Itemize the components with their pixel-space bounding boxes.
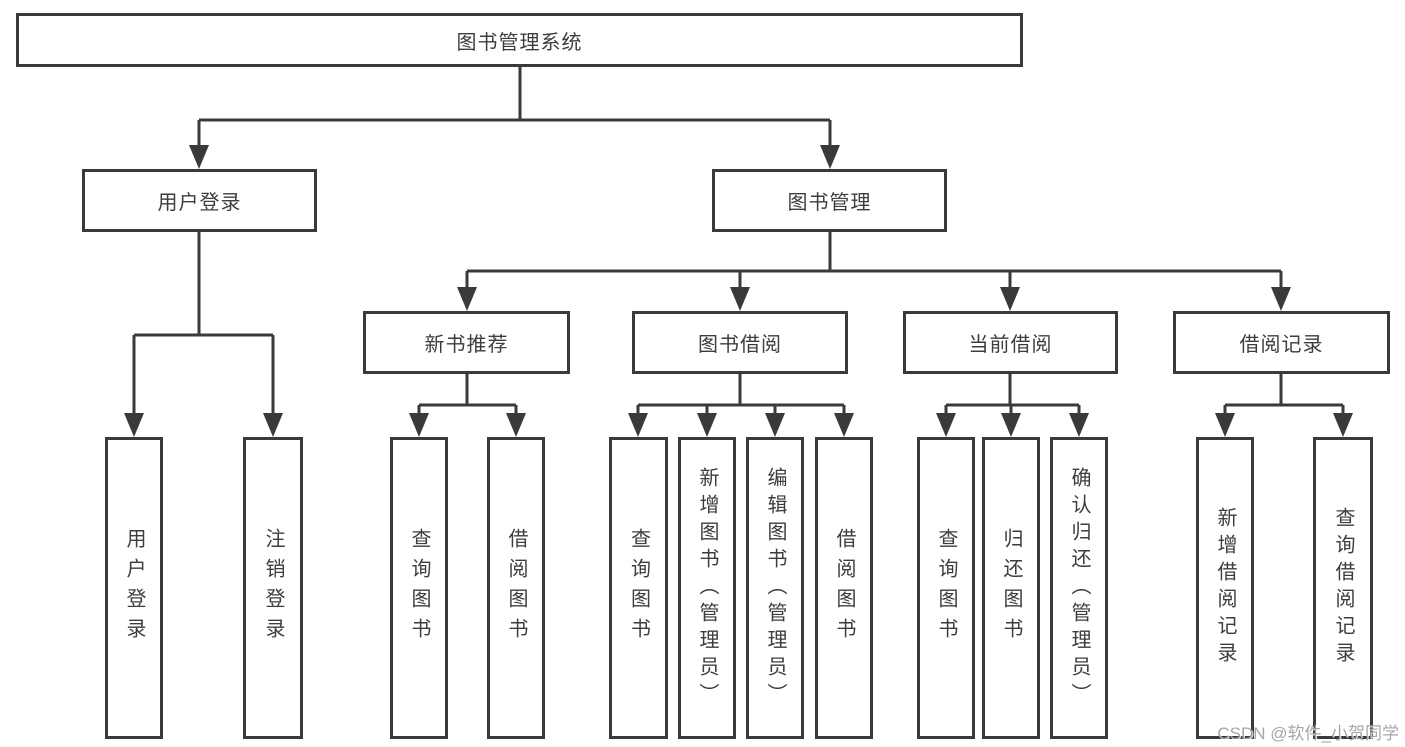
leaf-add-borrow-record-label: 新增借阅记录 <box>1214 507 1236 669</box>
leaf-newbooks-query-label: 查询图书 <box>408 528 430 648</box>
csdn-watermark: CSDN @软件_小贺同学 <box>1217 724 1399 743</box>
leaf-logout: 注销登录 <box>243 437 303 739</box>
connector-new-books <box>417 374 518 418</box>
leaf-user-login: 用户登录 <box>105 437 163 739</box>
leaf-user-login-label: 用户登录 <box>123 528 145 648</box>
connector-borrow-records <box>1223 374 1345 418</box>
connector-book-mgmt <box>465 232 1283 292</box>
arrowheads-current-borrow <box>936 413 1089 437</box>
node-new-books-label: 新书推荐 <box>424 334 509 356</box>
arrowheads-new-books <box>409 413 526 437</box>
leaf-return-book: 归还图书 <box>982 437 1040 739</box>
arrowheads-book-mgmt <box>457 287 1291 311</box>
leaf-query-borrow-record-label: 查询借阅记录 <box>1332 507 1354 669</box>
node-borrow-records-label: 借阅记录 <box>1239 334 1324 356</box>
leaf-return-book-label: 归还图书 <box>1000 528 1022 648</box>
leaf-edit-book-admin: 编辑图书（管理员） <box>746 437 804 739</box>
arrowheads-root <box>189 145 840 169</box>
node-user-login: 用户登录 <box>82 169 317 232</box>
leaf-confirm-return-admin-label: 确认归还（管理员） <box>1068 466 1090 710</box>
leaf-add-borrow-record: 新增借阅记录 <box>1196 437 1254 739</box>
connector-book-borrow <box>636 374 846 418</box>
leaf-edit-book-admin-label: 编辑图书（管理员） <box>764 466 786 710</box>
leaf-add-book-admin-label: 新增图书（管理员） <box>696 466 718 710</box>
node-book-borrow: 图书借阅 <box>632 311 848 374</box>
node-root-label: 图书管理系统 <box>456 31 583 54</box>
node-user-login-label: 用户登录 <box>157 192 242 214</box>
leaf-newbooks-borrow-label: 借阅图书 <box>505 528 527 648</box>
node-root: 图书管理系统 <box>16 13 1023 67</box>
connector-current-borrow <box>944 374 1081 418</box>
leaf-confirm-return-admin: 确认归还（管理员） <box>1050 437 1108 739</box>
leaf-logout-label: 注销登录 <box>262 528 284 648</box>
arrowheads-book-borrow <box>628 413 854 437</box>
connector-user-login <box>132 232 275 418</box>
node-book-mgmt: 图书管理 <box>712 169 947 232</box>
leaf-current-query-label: 查询图书 <box>935 528 957 648</box>
leaf-newbooks-query: 查询图书 <box>390 437 448 739</box>
leaf-newbooks-borrow: 借阅图书 <box>487 437 545 739</box>
node-book-mgmt-label: 图书管理 <box>787 192 872 214</box>
leaf-borrow-book: 借阅图书 <box>815 437 873 739</box>
node-current-borrow-label: 当前借阅 <box>968 334 1053 356</box>
node-book-borrow-label: 图书借阅 <box>698 334 782 356</box>
leaf-borrow-book-label: 借阅图书 <box>833 528 855 648</box>
node-new-books: 新书推荐 <box>363 311 570 374</box>
node-current-borrow: 当前借阅 <box>903 311 1118 374</box>
leaf-borrow-query: 查询图书 <box>609 437 668 739</box>
leaf-query-borrow-record: 查询借阅记录 <box>1313 437 1373 739</box>
leaf-borrow-query-label: 查询图书 <box>627 528 650 648</box>
arrowheads-borrow-records <box>1215 413 1353 437</box>
connector-root <box>197 67 832 150</box>
arrowheads-user-login <box>124 413 283 437</box>
node-borrow-records: 借阅记录 <box>1173 311 1390 374</box>
leaf-add-book-admin: 新增图书（管理员） <box>678 437 736 739</box>
leaf-current-query: 查询图书 <box>917 437 975 739</box>
